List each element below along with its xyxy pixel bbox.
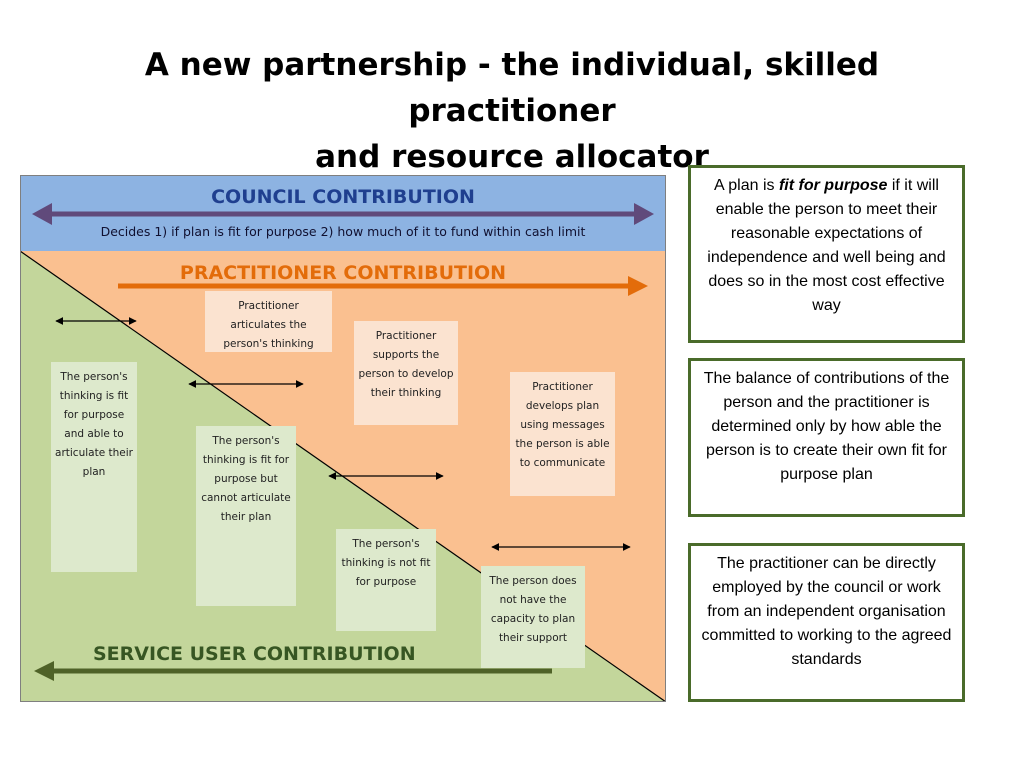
person-box-fit-cannot-articulate: The person's thinking is fit for purpose… xyxy=(196,426,296,606)
note1-pre: A plan is xyxy=(714,177,779,194)
practitioner-contribution-title: PRACTITIONER CONTRIBUTION xyxy=(179,262,507,284)
service-user-contribution-title: SERVICE USER CONTRIBUTION xyxy=(93,643,416,665)
note1-emphasis: fit for purpose xyxy=(778,177,888,194)
page-title: A new partnership - the individual, skil… xyxy=(40,42,984,180)
person-box-not-fit: The person's thinking is not fit for pur… xyxy=(336,529,436,631)
practitioner-box-supports: Practitioner supports the person to deve… xyxy=(354,321,458,425)
person-box-no-capacity: The person does not have the capacity to… xyxy=(481,566,585,668)
council-double-arrow xyxy=(32,203,654,225)
fit-for-purpose-note: A plan is fit for purpose if it will ena… xyxy=(688,165,965,343)
diagram-border xyxy=(20,175,666,702)
council-contribution-title: COUNCIL CONTRIBUTION xyxy=(211,186,475,208)
page-title-line-1: A new partnership - the individual, skil… xyxy=(144,47,880,129)
note1-post: if it will enable the person to meet the… xyxy=(707,177,946,314)
page-title-line-2: and resource allocator xyxy=(315,139,709,175)
person-box-fit-and-articulate: The person's thinking is fit for purpose… xyxy=(51,362,137,572)
council-contribution-subtitle: Decides 1) if plan is fit for purpose 2)… xyxy=(100,224,586,239)
practitioner-box-develops-plan: Practitioner develops plan using message… xyxy=(510,372,615,496)
practitioner-arrow xyxy=(118,276,648,296)
service-user-arrow xyxy=(34,661,552,681)
practitioner-box-articulates: Practitioner articulates the person's th… xyxy=(205,291,332,352)
employment-note: The practitioner can be directly employe… xyxy=(688,543,965,702)
balance-note: The balance of contributions of the pers… xyxy=(688,358,965,517)
